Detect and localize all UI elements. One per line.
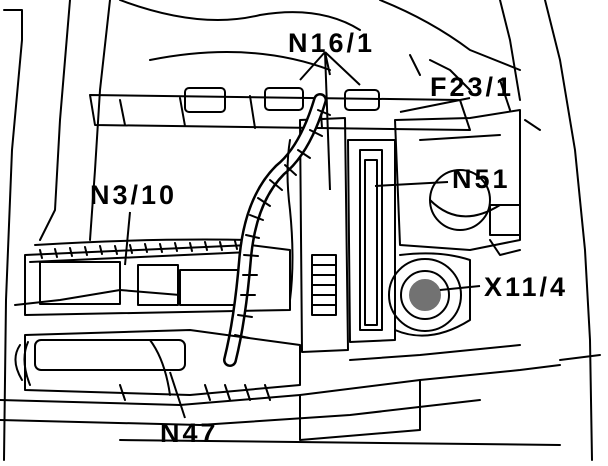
x11-4-connector xyxy=(388,258,462,332)
n51-module xyxy=(347,139,396,343)
leader-n3-10 xyxy=(124,211,131,266)
f23-1-fuse-box xyxy=(394,109,521,251)
label-f23-1: F23/1 xyxy=(430,72,514,102)
left-pillar xyxy=(3,9,23,461)
leader-n51 xyxy=(374,181,449,187)
label-x11-4: X11/4 xyxy=(484,272,568,302)
right-fender xyxy=(544,0,593,461)
n16-1-module xyxy=(299,117,349,353)
leader-f23-1 xyxy=(399,97,471,113)
label-n51: N51 xyxy=(452,164,511,194)
n3-10-ecu xyxy=(24,244,291,316)
label-n47: N47 xyxy=(160,418,219,448)
label-n16-1: N16/1 xyxy=(288,28,375,58)
n47-module xyxy=(24,329,301,396)
leader-x11-4 xyxy=(439,285,481,291)
leader-n16-1 xyxy=(299,51,361,191)
lower-crossmember xyxy=(0,364,561,406)
harness-clamp-left xyxy=(184,87,226,113)
label-n3-10: N3/10 xyxy=(90,180,177,210)
callout-labels: N16/1 F23/1 N51 N3/10 X11/4 N47 xyxy=(90,28,568,448)
upper-rail xyxy=(89,94,471,131)
leader-n47 xyxy=(169,371,186,419)
